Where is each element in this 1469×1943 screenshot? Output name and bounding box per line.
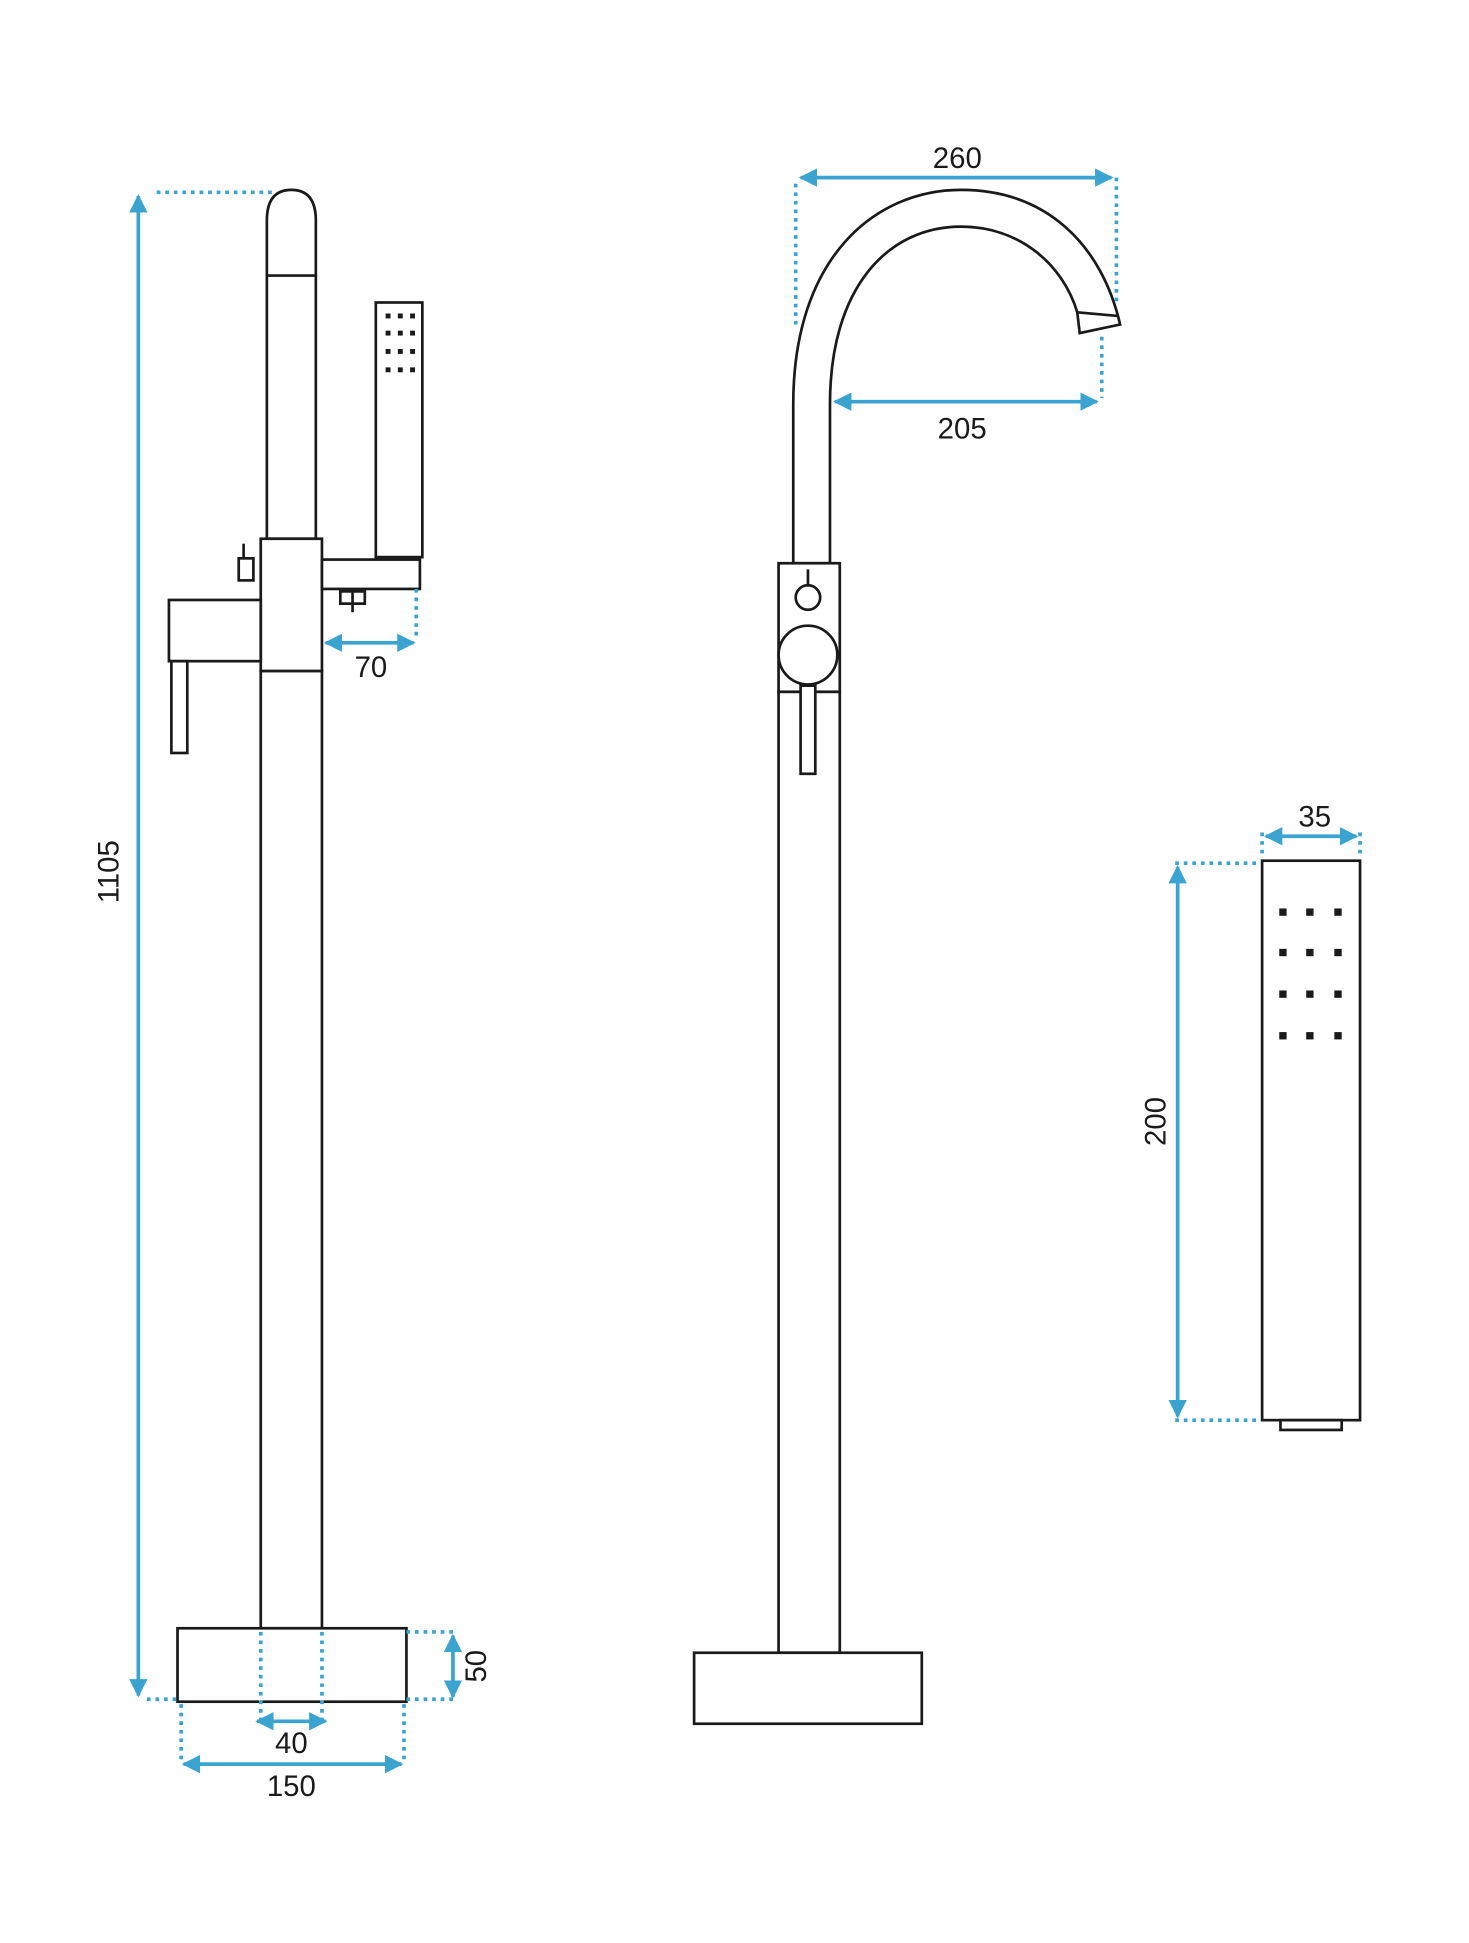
main-pipe-front <box>777 690 842 1655</box>
hand-shower-detail <box>1260 859 1362 1432</box>
base-plate <box>176 1626 408 1704</box>
handle-body <box>167 598 263 663</box>
hand-shower-dimensions: 35 200 <box>1139 800 1362 1422</box>
main-pipe <box>259 669 324 1630</box>
dim-total-height: 1105 <box>93 840 126 903</box>
spout <box>791 188 1122 565</box>
upper-pipe <box>265 188 318 541</box>
dim-shower-length: 200 <box>1139 1097 1172 1146</box>
front-view-dimensions: 260 205 <box>793 142 1119 445</box>
hand-shower-side <box>374 301 424 559</box>
dim-spout-width: 260 <box>933 142 982 175</box>
base-plate-front <box>692 1651 924 1726</box>
hand-shower-body <box>1260 859 1362 1422</box>
handle-front <box>777 624 839 686</box>
dim-shower-width: 35 <box>1298 800 1331 833</box>
mixer-block <box>259 537 324 673</box>
dim-base-height: 50 <box>460 1650 493 1683</box>
dim-base-width: 150 <box>267 1770 316 1803</box>
dim-pipe-diameter: 40 <box>275 1727 308 1760</box>
side-view-faucet <box>167 188 424 1704</box>
dim-holder-depth: 70 <box>355 651 388 684</box>
diverter-knob <box>237 556 255 582</box>
front-view-faucet <box>692 188 1122 1726</box>
spray-nozzles <box>1279 908 1342 1040</box>
side-view-dimensions: 1105 70 50 40 150 <box>93 190 493 1803</box>
diverter-knob-front <box>794 583 822 612</box>
shower-holder <box>320 558 422 591</box>
lever <box>170 659 189 755</box>
hand-shower-connector <box>1279 1418 1344 1432</box>
lever-front <box>799 684 817 776</box>
dim-spout-reach: 205 <box>938 412 987 445</box>
